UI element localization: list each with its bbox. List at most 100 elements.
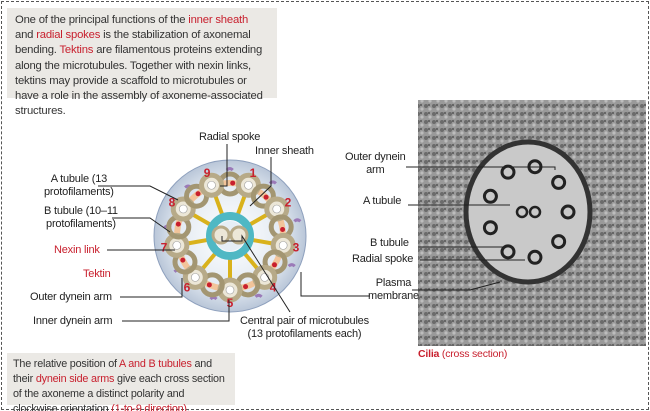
outer-dynein-arm — [225, 167, 234, 172]
text: protofilaments) — [46, 218, 116, 230]
radial-spoke — [190, 212, 212, 227]
nexin-link — [263, 194, 269, 200]
text: The relative position of — [13, 358, 120, 370]
text: (cross section) — [439, 348, 508, 360]
text: Central pair of microtubules — [240, 315, 369, 327]
text: and their — [13, 358, 212, 385]
radial-spoke — [248, 212, 270, 227]
doublet-number: 3 — [293, 241, 300, 255]
outer-dynein-arm — [254, 293, 263, 298]
nexin-link — [180, 257, 186, 263]
label-tektin: Tektin — [83, 268, 111, 280]
text: Outer dynein — [345, 151, 406, 163]
text: B tubule (10–11 — [44, 205, 118, 217]
micrograph-doublet — [551, 234, 567, 250]
label-central-pair: Central pair of microtubules(13 protofil… — [240, 315, 369, 341]
text: . — [186, 403, 190, 411]
nexin-link — [206, 282, 212, 288]
b-tubule — [250, 183, 276, 209]
text: protofilaments) — [44, 186, 114, 198]
label-radial-spoke: Radial spoke — [199, 131, 261, 143]
doublet-number: 7 — [161, 241, 168, 255]
doublet-number: 6 — [184, 280, 191, 294]
micrograph-caption: Cilia (cross section) — [418, 348, 507, 361]
text: give each cross section of the axoneme a… — [13, 373, 225, 411]
doublet-number: 8 — [169, 196, 176, 210]
bottom-explanation-box: The relative position of A and B tubules… — [7, 353, 235, 411]
highlight-tektins: Tektins — [59, 44, 94, 57]
micrograph-central-pair — [515, 205, 529, 219]
nexin-link — [175, 221, 181, 227]
a-tubule-lumen — [244, 180, 253, 190]
text: are filamentous proteins extending along… — [15, 44, 263, 118]
a-tubule-lumen — [207, 180, 216, 190]
radial-spoke — [242, 251, 260, 271]
highlight-direction: (1-to-9 direction) — [111, 403, 187, 411]
nexin-link — [230, 180, 236, 186]
outer-dynein-arm — [293, 218, 302, 223]
micro-label-a-tubule: A tubule — [363, 195, 402, 207]
doublet-number: 5 — [227, 296, 234, 310]
label-inner-dynein-arm: Inner dynein arm — [33, 315, 113, 327]
text: is the stabilization of axonemal bending… — [15, 29, 251, 57]
text: Cilia — [418, 348, 440, 360]
micrograph-doublet — [527, 249, 543, 265]
central-microtubule — [229, 225, 249, 245]
radial-spoke — [235, 193, 247, 217]
micrograph-doublet — [500, 244, 516, 260]
doublet-number: 4 — [270, 280, 277, 294]
a-tubule-lumen — [278, 241, 288, 250]
text: arm — [366, 164, 385, 176]
micro-label-radial-spoke: Radial spoke — [352, 253, 414, 265]
micrograph-doublet — [482, 220, 498, 236]
highlight-inner-sheath: inner sheath — [188, 14, 249, 26]
inner-sheath — [206, 212, 254, 260]
leader-lines — [98, 144, 556, 322]
a-tubule-lumen — [172, 241, 182, 250]
a-tubule-lumen — [260, 273, 270, 282]
text: membrane — [368, 290, 419, 302]
nexin-link — [195, 191, 201, 197]
outer-dynein-arm — [287, 263, 296, 268]
doublet-number: 9 — [204, 166, 211, 180]
text: One of the principal functions of the — [15, 14, 189, 26]
radial-spoke — [200, 251, 218, 271]
label-nexin-link: Nexin link — [54, 244, 100, 256]
micrograph-doublet — [560, 204, 576, 220]
outer-dynein-arm — [209, 296, 218, 301]
text: A tubule (13 — [50, 173, 108, 185]
a-tubule-lumen — [190, 273, 200, 282]
a-tubule-lumen — [225, 285, 235, 295]
micrograph-doublet — [482, 188, 498, 204]
label-outer-dynein-arm: Outer dynein arm — [30, 291, 112, 303]
a-tubule-lumen — [272, 204, 282, 214]
radial-spoke — [186, 237, 209, 246]
highlight-dynein: dynein side arms — [35, 373, 115, 385]
nexin-link — [271, 262, 277, 268]
highlight-radial-spokes: radial spokes — [36, 29, 101, 42]
outer-dynein-arm — [268, 180, 277, 185]
highlight-tubules: A and B tubules — [119, 358, 192, 370]
a-tubule-lumen — [178, 204, 188, 214]
micrograph-doublet — [500, 164, 516, 180]
nexin-link — [243, 284, 249, 290]
micrograph-central-pair — [528, 205, 542, 219]
text: and — [15, 29, 37, 42]
central-microtubule — [211, 225, 231, 245]
text: (13 protofilaments each) — [247, 328, 362, 340]
text: Plasma — [375, 277, 412, 289]
micrograph-doublet — [551, 174, 567, 190]
top-explanation-box: One of the principal functions of the in… — [7, 8, 277, 117]
radial-spoke — [213, 193, 225, 217]
radial-spoke — [251, 237, 274, 246]
label-inner-sheath: Inner sheath — [255, 145, 314, 157]
nexin-link — [280, 226, 286, 232]
doublet-number: 2 — [285, 196, 292, 210]
